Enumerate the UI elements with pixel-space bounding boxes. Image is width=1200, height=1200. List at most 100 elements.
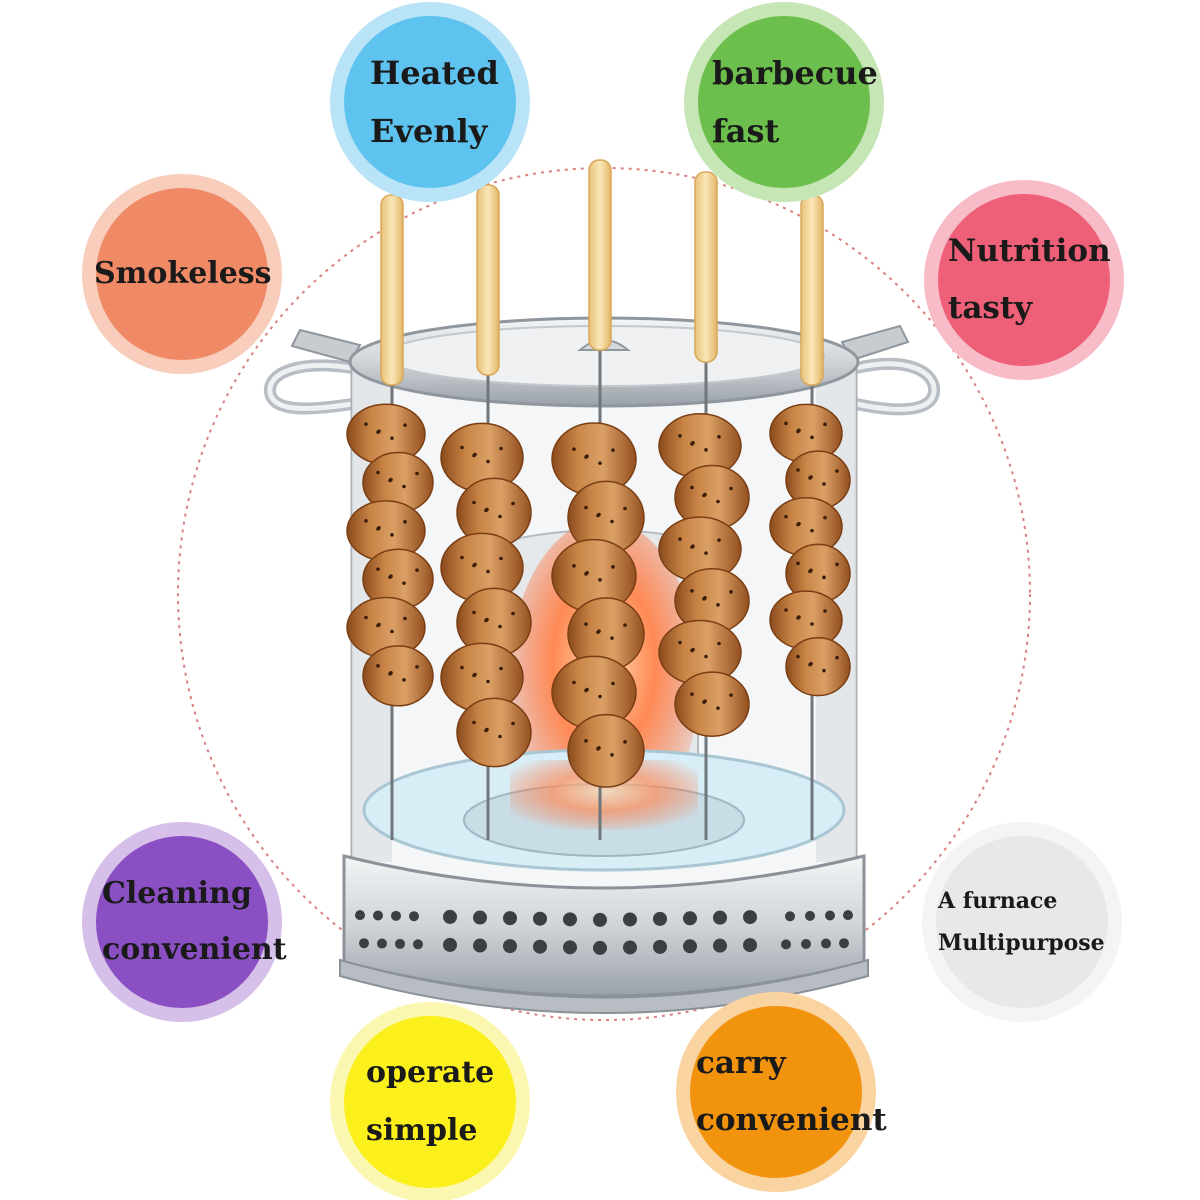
vent-hole xyxy=(503,939,517,954)
seasoning-dot xyxy=(499,666,503,671)
seasoning-dot xyxy=(484,618,488,623)
vent-hole xyxy=(359,938,369,949)
feature-label-line: tasty xyxy=(948,290,1033,326)
seasoning-dot xyxy=(598,461,602,465)
feature-label-line: Evenly xyxy=(370,112,488,150)
feature-label-line: Multipurpose xyxy=(938,930,1105,956)
seasoning-dot xyxy=(729,693,733,697)
seasoning-dot xyxy=(810,528,814,533)
seasoning-dot xyxy=(572,447,576,451)
seasoning-dot xyxy=(716,706,720,710)
seasoning-dot xyxy=(584,455,588,459)
seasoning-dot xyxy=(690,442,694,446)
seasoning-dot xyxy=(716,603,720,607)
seasoning-dot xyxy=(717,538,721,542)
seasoning-dot xyxy=(796,468,800,472)
feature-label-line: convenient xyxy=(102,932,287,967)
seasoning-dot xyxy=(611,681,615,686)
vent-hole xyxy=(409,911,419,922)
seasoning-dot xyxy=(403,423,407,427)
vent-hole xyxy=(713,938,727,953)
seasoning-dot xyxy=(717,435,721,439)
seasoning-dot xyxy=(511,611,515,616)
vent-hole xyxy=(373,910,383,921)
seasoning-dot xyxy=(690,589,694,593)
seasoning-dot xyxy=(403,616,407,621)
meat-chunk xyxy=(456,697,532,768)
seasoning-dot xyxy=(704,551,708,555)
vent-hole xyxy=(623,940,637,955)
feature-label-line: convenient xyxy=(696,1102,887,1138)
skewer xyxy=(440,184,532,840)
seasoning-dot xyxy=(729,590,733,594)
seasoning-dot xyxy=(460,555,464,560)
seasoning-dot xyxy=(376,430,380,434)
seasoning-dot xyxy=(472,500,476,505)
vent-hole xyxy=(593,912,607,927)
seasoning-dot xyxy=(823,515,827,520)
vent-hole xyxy=(743,938,757,953)
seasoning-dot xyxy=(784,608,788,612)
seasoning-dot xyxy=(572,564,576,568)
seasoning-dot xyxy=(499,556,503,561)
vent-hole xyxy=(533,939,547,954)
seasoning-dot xyxy=(796,522,800,527)
vent-hole xyxy=(395,938,405,949)
seasoning-dot xyxy=(388,575,392,579)
seasoning-dot xyxy=(584,688,588,693)
meat-chunk xyxy=(362,645,434,707)
seasoning-dot xyxy=(822,575,826,580)
seasoning-dot xyxy=(702,493,706,498)
seasoning-dot xyxy=(498,624,502,629)
seasoning-dot xyxy=(702,700,706,704)
seasoning-dot xyxy=(376,567,380,571)
seasoning-dot xyxy=(623,623,627,627)
meat-chunk xyxy=(785,636,851,697)
seasoning-dot xyxy=(690,692,694,696)
seasoning-dot xyxy=(796,654,800,659)
vent-hole xyxy=(653,939,667,954)
seasoning-dot xyxy=(610,519,614,524)
seasoning-dot xyxy=(472,720,476,725)
seasoning-dot xyxy=(810,435,814,440)
seasoning-dot xyxy=(390,533,394,537)
seasoning-dot xyxy=(704,654,708,659)
seasoning-dot xyxy=(415,665,419,669)
vent-hole xyxy=(377,938,387,949)
seasoning-dot xyxy=(402,484,406,489)
skewers xyxy=(346,159,851,840)
seasoning-dot xyxy=(415,471,419,476)
vent-hole xyxy=(821,938,831,949)
seasoning-dot xyxy=(472,563,476,568)
vent-hole xyxy=(473,910,487,925)
seasoning-dot xyxy=(610,753,614,757)
feature-label-line: Cleaning xyxy=(102,876,252,911)
wooden-handle xyxy=(588,159,612,351)
seasoning-dot xyxy=(678,537,682,541)
seasoning-dot xyxy=(784,421,788,426)
seasoning-dot xyxy=(376,664,380,668)
seasoning-dot xyxy=(584,505,588,510)
skewer xyxy=(346,194,434,840)
wooden-handle xyxy=(380,194,404,386)
seasoning-dot xyxy=(611,448,615,452)
seasoning-dot xyxy=(472,453,476,458)
seasoning-dot xyxy=(808,662,812,667)
seasoning-dot xyxy=(390,436,394,440)
seasoning-dot xyxy=(472,610,476,615)
seasoning-dot xyxy=(835,469,839,473)
vent-hole xyxy=(839,938,849,949)
vent-hole xyxy=(593,940,607,955)
feature-label-line: barbecue xyxy=(712,54,878,92)
feature-label-line: Smokeless xyxy=(94,256,272,291)
seasoning-dot xyxy=(796,561,800,566)
seasoning-dot xyxy=(784,514,788,519)
seasoning-dot xyxy=(376,527,380,531)
seasoning-dot xyxy=(364,519,368,523)
vent-holes xyxy=(355,909,853,955)
